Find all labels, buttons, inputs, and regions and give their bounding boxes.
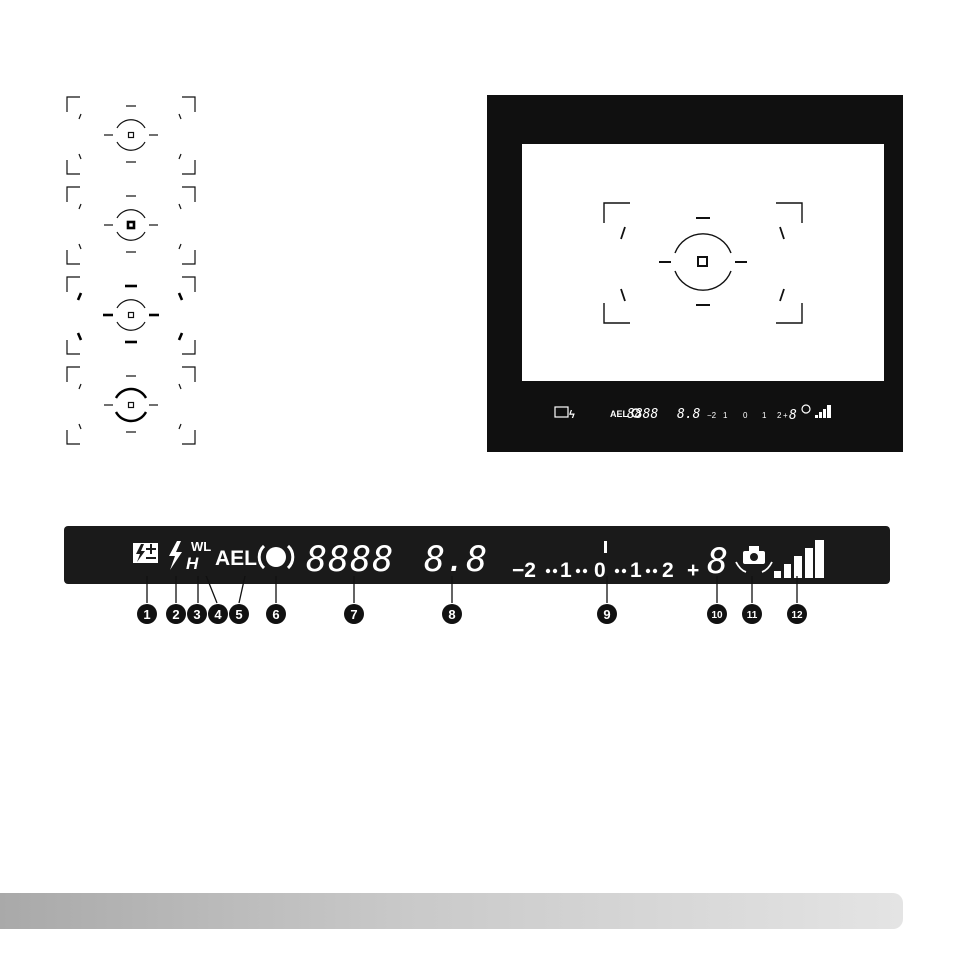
callout-9: 9	[597, 604, 617, 624]
focus-bracket-icon	[79, 114, 181, 159]
callout-12: 12	[787, 604, 807, 624]
svg-text:8: 8	[448, 607, 455, 622]
viewfinder-preview: ϟ AEL 8888 8.8 −2 1 0 1 2 + 8	[487, 95, 903, 452]
svg-text:5: 5	[235, 607, 242, 622]
callout-5: 5	[229, 604, 249, 624]
focus-bracket-icon	[79, 204, 181, 249]
flash-compensation-icon	[133, 543, 158, 563]
svg-text:12: 12	[791, 610, 803, 621]
spot-af-icon	[104, 106, 158, 162]
svg-text:7: 7	[350, 607, 357, 622]
footer-bar	[0, 893, 903, 929]
af-state-4	[67, 367, 195, 444]
ae-lock-icon: AEL	[215, 547, 257, 570]
callout-11: 11	[742, 604, 762, 624]
callout-4: 4	[208, 604, 228, 624]
high-speed-sync-icon: H	[186, 554, 199, 573]
svg-text:0: 0	[743, 411, 748, 420]
ae-lock-icon: AEL	[610, 409, 629, 419]
spot-af-icon	[104, 376, 158, 432]
svg-text:11: 11	[747, 610, 758, 621]
callout-2: 2	[166, 604, 186, 624]
callout-10: 10	[707, 604, 727, 624]
viewfinder-image-area	[522, 144, 884, 381]
callout-layer: 1 2 3 4 5 6 7 8 9 10 11 12	[130, 576, 820, 628]
svg-text:3: 3	[193, 607, 200, 622]
svg-text:2: 2	[172, 607, 179, 622]
frame-counter: 8	[789, 408, 797, 423]
svg-text:1: 1	[762, 411, 767, 420]
svg-text:6: 6	[272, 607, 279, 622]
svg-text:+: +	[783, 411, 788, 420]
flash-icon: ϟ	[569, 409, 575, 421]
svg-text:−2: −2	[707, 411, 717, 420]
af-state-2	[67, 187, 195, 264]
af-state-3	[67, 277, 195, 354]
svg-text:10: 10	[711, 610, 723, 621]
callout-8: 8	[442, 604, 462, 624]
aperture-display: 8.8	[424, 540, 487, 580]
aperture-display: 8.8	[677, 407, 701, 422]
svg-text:1: 1	[143, 607, 150, 622]
focus-bracket-icon	[79, 384, 181, 429]
af-area-states	[60, 92, 205, 452]
shutter-speed-display: 8888	[306, 540, 394, 580]
wireless-flash-icon: WL	[191, 539, 211, 554]
shutter-speed-display: 8888	[627, 407, 658, 422]
callout-1: 1	[137, 604, 157, 624]
callout-7: 7	[344, 604, 364, 624]
svg-text:9: 9	[603, 607, 610, 622]
spot-af-icon	[104, 196, 158, 252]
spot-af-icon	[103, 286, 159, 342]
svg-text:4: 4	[214, 607, 222, 622]
exposure-pointer	[604, 541, 607, 553]
svg-text:1: 1	[723, 411, 728, 420]
callout-3: 3	[187, 604, 207, 624]
af-state-1	[67, 97, 195, 174]
svg-text:2: 2	[777, 411, 782, 420]
callout-6: 6	[266, 604, 286, 624]
